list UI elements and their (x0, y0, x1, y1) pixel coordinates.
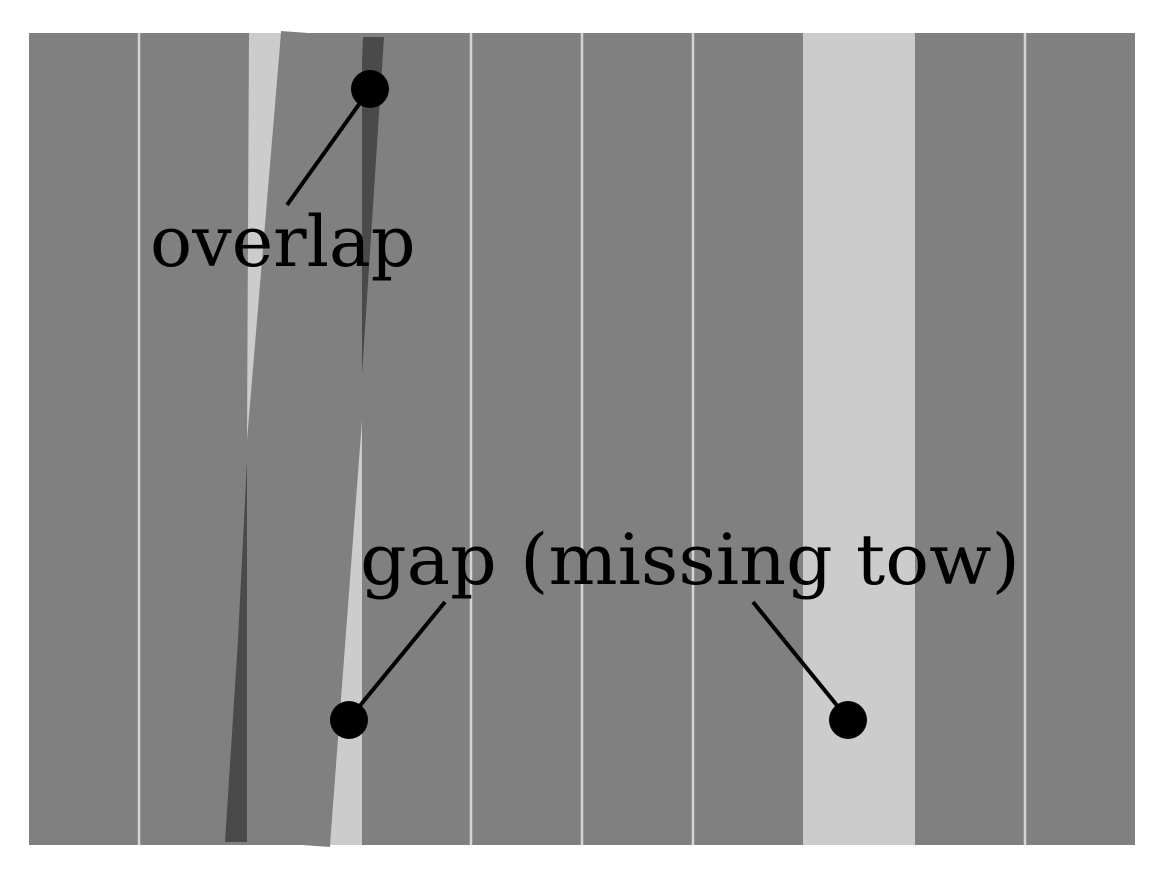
gap-leader-line-left (347, 600, 447, 721)
leader-lines (285, 87, 850, 721)
gap-label: gap (missing tow) (360, 519, 1020, 601)
markers (330, 70, 867, 739)
overlap-region-left (225, 460, 247, 842)
overlap-marker (351, 70, 389, 108)
overlap-leader-line (285, 87, 372, 207)
misaligned-tow (248, 31, 363, 847)
gap-marker-left (330, 701, 368, 739)
tow-boundaries (137, 33, 1027, 845)
gap-region-right (330, 420, 362, 845)
gap-marker-right (829, 701, 867, 739)
gap-leader-line-right (751, 600, 850, 721)
overlap-region-right (362, 37, 384, 375)
gap-region-left (247, 33, 281, 440)
overlap-label: overlap (150, 201, 416, 283)
